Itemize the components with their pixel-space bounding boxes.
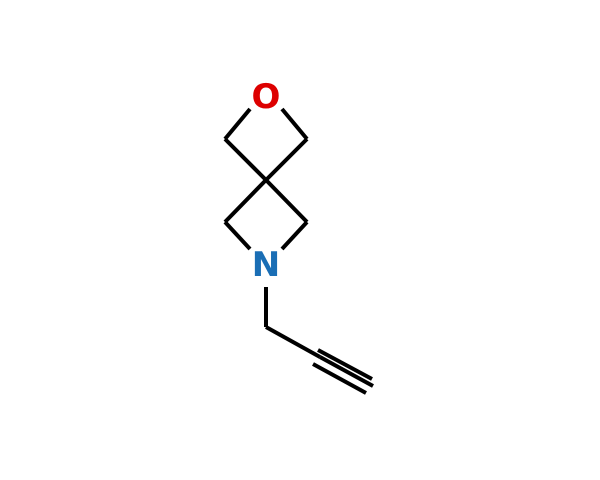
- triple-bond-line-1: [317, 348, 373, 381]
- bond-ch2-alkyne: [265, 325, 321, 359]
- atom-oxygen: O: [252, 77, 281, 117]
- bond-ch2-left-spiro: [223, 137, 268, 182]
- bond-o-ch2-left: [223, 107, 252, 141]
- bond-ch2-left-n: [223, 220, 252, 251]
- bond-spiro-ch2-right: [264, 178, 309, 224]
- bond-ch2-right-spiro: [264, 137, 309, 182]
- bond-o-ch2-right: [280, 107, 309, 141]
- bond-ch2-right-n: [280, 220, 309, 251]
- triple-bond-line-2: [319, 355, 374, 388]
- atom-nitrogen: N: [252, 245, 280, 285]
- bond-spiro-ch2-left: [223, 178, 268, 224]
- triple-bond-line-3: [312, 362, 367, 395]
